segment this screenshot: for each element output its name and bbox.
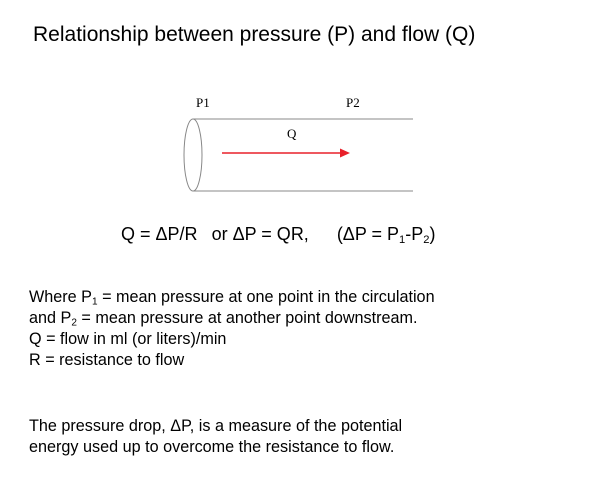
p1-label: P1 [196,95,210,110]
tube-diagram: P1 P2 Q [183,95,413,192]
tube-opening [183,118,203,192]
note-line-1: The pressure drop, ΔP, is a measure of t… [29,417,403,435]
pressure-drop-note: The pressure drop, ΔP, is a measure of t… [29,416,402,458]
definition-p1: Where P1 = mean pressure at one point in… [29,288,435,308]
slide-title: Relationship between pressure (P) and fl… [33,23,476,46]
definition-r: R = resistance to flow [29,351,185,369]
definition-q: Q = flow in ml (or liters)/min [29,330,227,348]
formula: Q = ΔP/R or ΔP = QR, (ΔP = P1-P2) [121,222,435,246]
note-line-2: energy used up to overcome the resistanc… [29,438,395,456]
p2-label: P2 [346,95,360,110]
formula-delta-p-equals: ΔP = QR, [232,224,309,244]
formula-or: or [211,224,228,244]
formula-q-equals: Q = ΔP/R [121,224,198,244]
flow-arrow-head [340,148,350,158]
formula-delta-p-definition: (ΔP = P1-P2) [336,224,436,246]
q-label: Q [287,126,297,141]
definition-p2: and P2 = mean pressure at another point … [29,309,418,329]
definitions: Where P1 = mean pressure at one point in… [29,287,435,371]
